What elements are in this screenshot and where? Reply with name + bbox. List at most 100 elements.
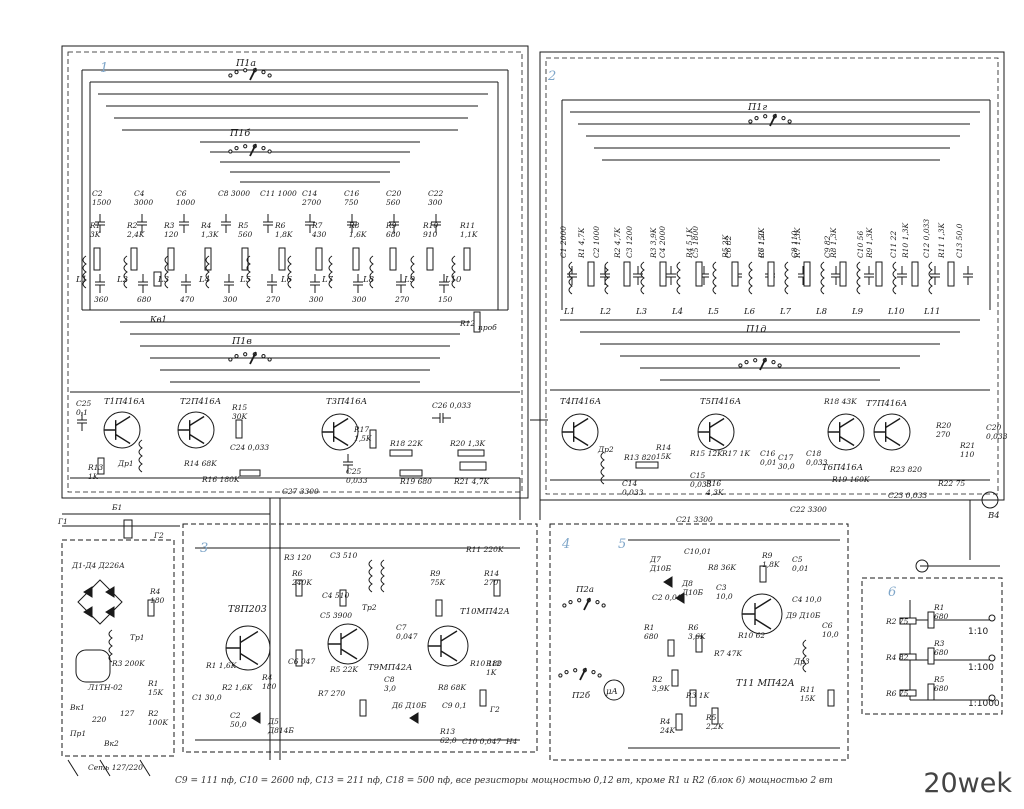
block1-coil: [328, 255, 333, 289]
transistor-t6-label: Т6П416А: [822, 463, 863, 473]
switch-contact: [597, 673, 602, 678]
switch-p1g-label: П1г: [747, 102, 767, 113]
switch-contact: [267, 73, 272, 78]
switch-contact: [754, 115, 759, 121]
switch-contact: [787, 119, 792, 124]
block1-cap-top: [347, 214, 357, 233]
block1-c27-label: C27 3300: [282, 487, 319, 496]
block2-cap: [798, 266, 808, 285]
diode-bridge: [77, 579, 123, 625]
block2-coil-label: L11: [923, 307, 940, 317]
transistor-t9-label: Т9МП42А: [368, 663, 412, 673]
block3-resistor: [435, 599, 443, 617]
block1-coil-label: L6: [280, 275, 293, 285]
switch-p2b-label: П2б: [571, 690, 591, 701]
block2-cap: [963, 266, 973, 285]
block-1-number: 1: [100, 61, 108, 76]
block1-cap-top: [95, 214, 105, 233]
attenuator-ratio-label: 1:10: [968, 627, 988, 637]
transistor-t8-label: Т8П203: [228, 604, 267, 615]
block2-resistor: [695, 261, 703, 287]
jack-g2-label: Г2: [153, 531, 164, 540]
indicator-tube-label: Л1ТН-02: [87, 683, 123, 692]
transistor-t7-label: Т7П416А: [866, 399, 907, 409]
block2-coil-label: L8: [815, 307, 828, 317]
block1-cap-low: [267, 274, 277, 293]
switch-contact: [261, 69, 266, 75]
block2-coil-label: L4: [671, 307, 683, 317]
power-r3-label: R3 200K: [111, 659, 145, 668]
block2-coil-label: L5: [707, 307, 719, 317]
block2-cap-label: C1 2000: [559, 226, 568, 258]
block1-coil-label: L2: [116, 275, 128, 285]
block2-resistor: [659, 261, 667, 287]
block2-coil-label: L6: [743, 307, 756, 317]
switch-contact: [771, 359, 776, 365]
block2-coil: [640, 261, 645, 295]
block6-resistor: [927, 683, 935, 701]
block2-resistor: [947, 261, 955, 287]
block1-resistor: [167, 247, 175, 271]
switch-contact: [573, 668, 578, 673]
switch-contact: [777, 363, 782, 368]
bridge-diode: [83, 606, 93, 618]
switch-contact: [261, 353, 266, 359]
switch-contact: [577, 598, 582, 603]
block6-r4-label: R4 82: [885, 653, 909, 662]
microammeter-label: μA: [606, 687, 618, 697]
switch-p1v-label: П1в: [231, 336, 252, 347]
block3-r10-label: R10 180: [469, 659, 502, 668]
transistor-t2-label: Т2П416А: [180, 397, 221, 407]
transformer-tr2-primary: [368, 559, 373, 593]
switch-contact: [558, 673, 563, 678]
block1-r19-label: R19 680: [399, 477, 432, 486]
block1-cap-low-label: 150: [438, 295, 453, 304]
block1-cap-low-label: 270: [265, 295, 281, 304]
block1-cap-low-label: 360: [94, 295, 109, 304]
block2-coil: [748, 261, 753, 295]
switch-contact: [591, 669, 596, 675]
block6-input-jack: [915, 559, 929, 573]
switch-contact: [753, 358, 758, 363]
block2-cap-label: C7 150: [757, 231, 766, 258]
block2-resistor-label: R3 3,9K: [649, 227, 658, 259]
block1-coil-label: L3: [157, 275, 169, 285]
block1-r14-label: R14 68K: [183, 459, 217, 468]
switch-contact: [568, 599, 573, 605]
block2-r13: [635, 461, 659, 469]
block2-coil-label: L9: [851, 307, 864, 317]
block1-coil-label: L9: [403, 275, 416, 285]
block1-coil-label: L1: [75, 275, 87, 285]
diode-d8: [675, 592, 685, 604]
block3-c9-label: C9 0,1: [442, 701, 467, 710]
switch-contact: [781, 115, 786, 121]
block5-r3-label: R3 1K: [685, 691, 710, 700]
battery-b1: [123, 519, 133, 539]
block2-coil: [820, 261, 825, 295]
transformer-tr2-secondary: [380, 559, 385, 593]
block1-resistor: [278, 247, 286, 271]
block1-cap-top: [179, 214, 189, 233]
block3-c3-label: C3 510: [330, 551, 357, 560]
